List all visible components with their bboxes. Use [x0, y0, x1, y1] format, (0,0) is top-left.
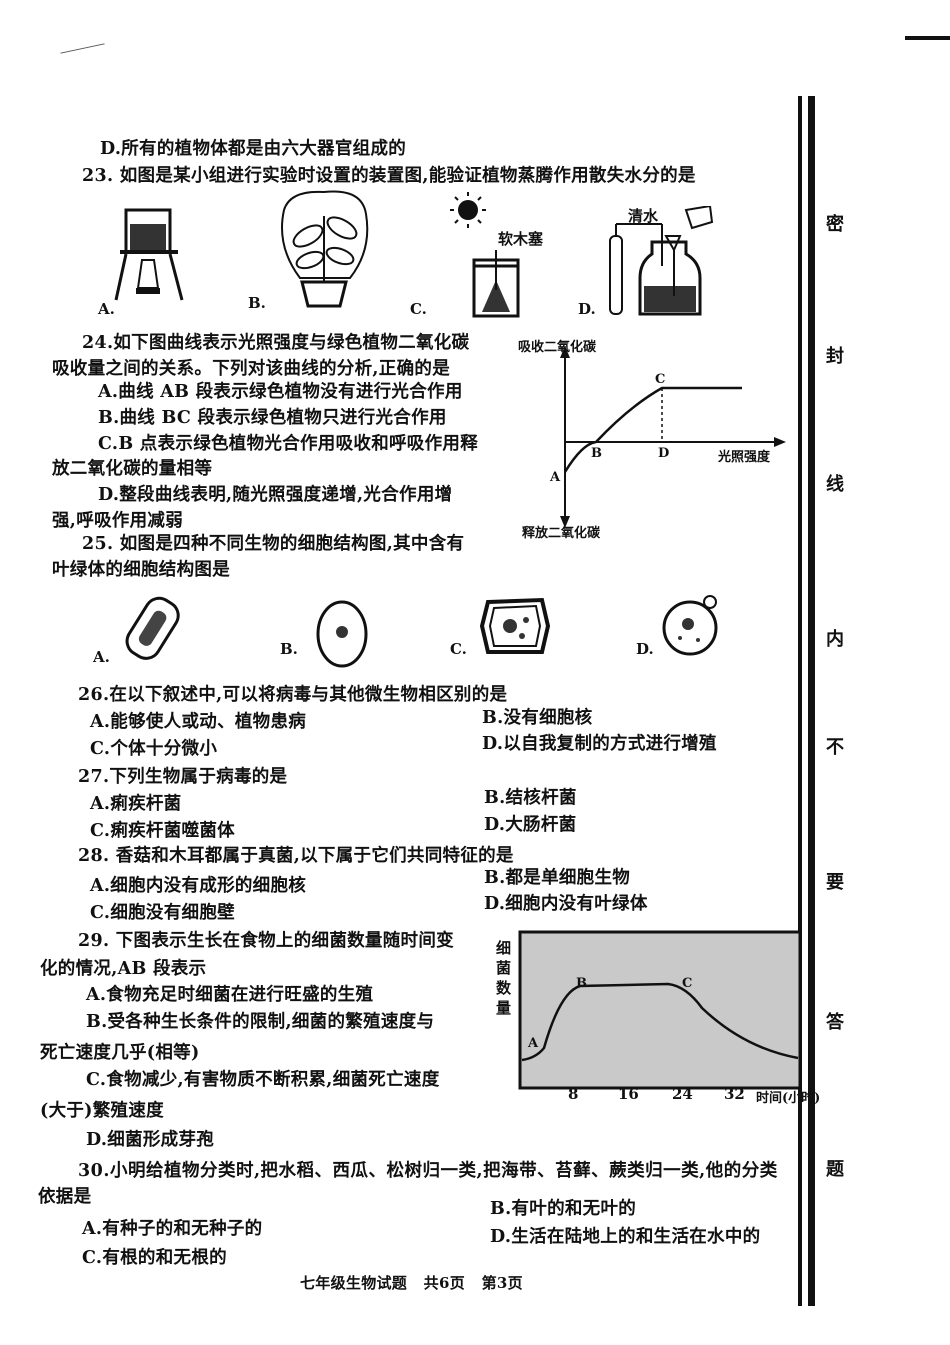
q25-cell-d: [662, 595, 718, 656]
q24-point-a: A: [550, 470, 561, 485]
q26-stem: 26.在以下叙述中,可以将病毒与其他微生物相区别的是: [78, 685, 508, 705]
q29-option-b-2: 死亡速度几乎(相等): [40, 1043, 200, 1063]
q28-option-a: A.细胞内没有成形的细胞核: [90, 876, 307, 896]
q25-label-c: C.: [450, 640, 467, 658]
q24-graph-x-label: 光照强度: [718, 450, 771, 465]
q25-label-b: B.: [280, 640, 298, 658]
q26-option-a: A.能够使人或动、植物患病: [90, 712, 307, 732]
q23-label-d: D.: [578, 300, 596, 318]
q28-stem: 28. 香菇和木耳都属于真菌,以下属于它们共同特征的是: [78, 846, 514, 866]
q24-option-c-1: C.B 点表示绿色植物光合作用吸收和呼吸作用释: [98, 434, 478, 454]
q29-x-tick-16: 16: [618, 1085, 639, 1103]
q23-label-b: B.: [248, 294, 266, 312]
q24-stem-1: 24.如下图曲线表示光照强度与绿色植物二氧化碳: [82, 333, 470, 353]
q29-bacteria-chart: [518, 930, 802, 1090]
q28-option-d: D.细胞内没有叶绿体: [484, 894, 648, 914]
q25-label-d: D.: [636, 640, 654, 658]
q24-stem-2: 吸收量之间的关系。下列对该曲线的分析,正确的是: [52, 359, 450, 379]
q28-option-b: B.都是单细胞生物: [484, 868, 631, 888]
q24-graph: [560, 346, 786, 528]
q23-label-c: C.: [410, 300, 427, 318]
q23-label-a: A.: [98, 300, 115, 318]
q24-option-a: A.曲线 AB 段表示绿色植物没有进行光合作用: [98, 382, 463, 402]
q27-option-d: D.大肠杆菌: [484, 815, 577, 835]
q30-option-b: B.有叶的和无叶的: [490, 1199, 637, 1219]
q24-graph-y-top: 吸收二氧化碳: [518, 340, 597, 355]
page-footer: 七年级生物试题 共6页 第3页: [300, 1274, 523, 1292]
q25-stem-1: 25. 如图是四种不同生物的细胞结构图,其中含有: [82, 534, 465, 554]
q30-stem-2: 依据是: [38, 1187, 92, 1207]
q29-point-b: B: [576, 976, 587, 991]
q23-apparatus-c: [450, 192, 520, 318]
q27-option-c: C.痢疾杆菌噬菌体: [90, 821, 235, 841]
q23-apparatus-d: [609, 206, 714, 316]
top-right-rule: [905, 36, 950, 40]
q24-point-c: C: [655, 372, 666, 387]
margin-char-7: 答: [826, 1012, 844, 1033]
q24-option-d-2: 强,呼吸作用减弱: [52, 511, 183, 531]
q25-cell-c: [480, 597, 551, 654]
q29-option-a: A.食物充足时细菌在进行旺盛的生殖: [86, 985, 374, 1005]
q25-label-a: A.: [93, 648, 110, 666]
q29-option-c-1: C.食物减少,有害物质不断积累,细菌死亡速度: [86, 1070, 440, 1090]
binding-line-right: [808, 96, 815, 1306]
q29-option-b-1: B.受各种生长条件的限制,细菌的繁殖速度与: [86, 1012, 435, 1032]
q24-point-b: B: [591, 446, 602, 461]
binding-line-left: [798, 96, 802, 1306]
q27-option-a: A.痢疾杆菌: [90, 794, 182, 814]
q23-apparatus-b: [281, 190, 369, 308]
q28-option-c: C.细胞没有细胞壁: [90, 903, 235, 923]
margin-char-3: 线: [826, 474, 844, 495]
margin-char-5: 不: [826, 737, 844, 758]
q29-x-label: 时间(小时): [756, 1091, 821, 1106]
q25-cell-a: [125, 596, 180, 660]
q30-option-a: A.有种子的和无种子的: [82, 1219, 263, 1239]
q26-option-d: D.以自我复制的方式进行增殖: [482, 734, 717, 754]
q29-x-tick-8: 8: [568, 1085, 579, 1103]
q25-cell-b: [316, 600, 368, 668]
q30-stem-1: 30.小明给植物分类时,把水稻、西瓜、松树归一类,把海带、苔藓、蕨类归一类,他的…: [78, 1161, 778, 1181]
q24-option-b: B.曲线 BC 段表示绿色植物只进行光合作用: [98, 408, 447, 428]
margin-char-2: 封: [826, 346, 844, 367]
q23-water-label: 清水: [628, 207, 659, 225]
q29-x-tick-32: 32: [724, 1085, 745, 1103]
top-left-scratch: [60, 43, 105, 54]
q24-option-d-1: D.整段曲线表明,随光照强度递增,光合作用增: [98, 485, 453, 505]
q25-stem-2: 叶绿体的细胞结构图是: [52, 560, 230, 580]
q23-cork-label: 软木塞: [498, 230, 544, 248]
q23-apparatus-a: [114, 208, 184, 301]
q24-point-d: D: [658, 446, 670, 461]
q29-stem-2: 化的情况,AB 段表示: [40, 959, 207, 979]
q24-graph-y-bottom: 释放二氧化碳: [522, 526, 601, 541]
q26-option-c: C.个体十分微小: [90, 739, 218, 759]
q29-x-tick-24: 24: [672, 1085, 693, 1103]
q29-option-d: D.细菌形成芽孢: [86, 1130, 215, 1150]
q29-chart-y-label: 细菌数量: [496, 939, 512, 1017]
q29-point-c: C: [682, 976, 693, 991]
q27-option-b: B.结核杆菌: [484, 788, 577, 808]
q24-option-c-2: 放二氧化碳的量相等: [52, 459, 213, 479]
q30-option-c: C.有根的和无根的: [82, 1248, 227, 1268]
q27-stem: 27.下列生物属于病毒的是: [78, 767, 288, 787]
margin-char-8: 题: [826, 1159, 844, 1180]
q29-stem-1: 29. 下图表示生长在食物上的细菌数量随时间变: [78, 931, 454, 951]
q29-option-c-2: (大于)繁殖速度: [40, 1101, 164, 1121]
q30-option-d: D.生活在陆地上的和生活在水中的: [490, 1227, 761, 1247]
q26-option-b: B.没有细胞核: [482, 708, 593, 728]
margin-char-4: 内: [826, 629, 844, 650]
margin-char-1: 密: [826, 214, 844, 235]
q22-option-d: D.所有的植物体都是由六大器官组成的: [100, 139, 407, 159]
margin-char-6: 要: [826, 872, 844, 893]
q29-point-a: A: [528, 1036, 539, 1051]
q23-stem: 23. 如图是某小组进行实验时设置的装置图,能验证植物蒸腾作用散失水分的是: [82, 166, 696, 186]
